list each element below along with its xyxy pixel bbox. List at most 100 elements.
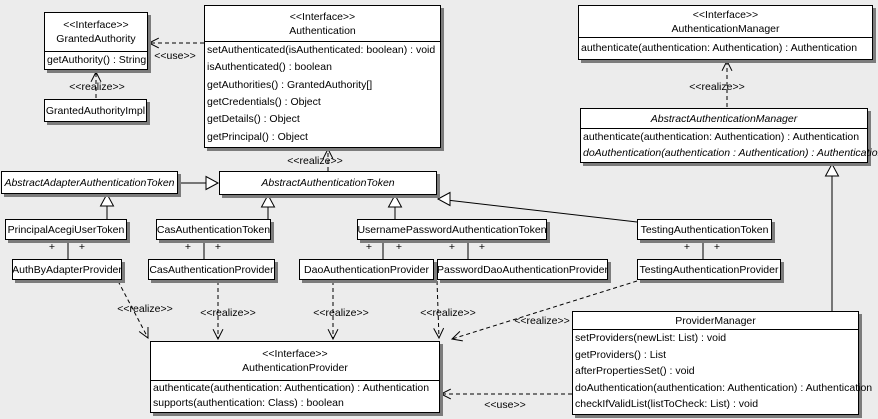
class-name: CasAuthenticationProvider: [149, 263, 274, 276]
gen-usernamepassword-token-arrowhead: [387, 193, 403, 208]
method-label: setProviders(newList: List) : void: [575, 332, 727, 344]
class-box-password-dao-authentication-provider[interactable]: PasswordDaoAuthenticationProvider: [437, 259, 608, 280]
realize-authbyadapter-provider-line: [117, 280, 149, 339]
label-realize-grantedauthority: <<realize>>: [69, 81, 125, 93]
class-name: PasswordDaoAuthenticationProvider: [437, 263, 609, 276]
class-box-abstract-authentication-manager[interactable]: AbstractAuthenticationManager authenticat…: [580, 108, 878, 163]
method-label: doAuthentication(authentication : Authen…: [583, 147, 878, 159]
method-label: getAuthorities() : GrantedAuthority[]: [207, 78, 373, 91]
method-label: getProviders() : List: [575, 348, 667, 361]
realize-dao-provider-arrowhead: [327, 328, 339, 341]
plus-dao-left: +: [365, 241, 373, 253]
class-header-cas-authentication-token: CasAuthenticationToken: [157, 220, 270, 239]
label-use-authenticationprovider: <<use>>: [484, 399, 526, 411]
plus-cas-right: +: [214, 241, 222, 253]
class-name: GrantedAuthority: [56, 33, 136, 45]
methods-compartment: setAuthenticated(isAuthenticated: boolea…: [205, 41, 440, 146]
method-label: getAuthority() : String: [47, 54, 147, 66]
class-header-testing-authentication-token: TestingAuthenticationToken: [638, 220, 771, 239]
method-label: supports(authentication: Class) : boolea…: [153, 397, 344, 409]
class-box-dao-authentication-provider[interactable]: DaoAuthenticationProvider: [299, 259, 434, 280]
realize-testing-provider-arrowhead: [450, 331, 463, 342]
class-box-testing-authentication-provider[interactable]: TestingAuthenticationProvider: [637, 259, 781, 280]
label-realize-cas: <<realize>>: [200, 307, 256, 319]
class-name: UsernamePasswordAuthenticationToken: [357, 223, 547, 236]
class-name: ProviderManager: [675, 314, 756, 327]
methods-compartment: authenticate(authentication: Authenticat…: [581, 128, 878, 161]
plus-passworddao-left: +: [448, 241, 456, 253]
methods-compartment: setProviders(newList: List) : void getPro…: [573, 329, 873, 413]
class-header-abstract-adapter-authentication-token: AbstractAdapterAuthenticationToken: [2, 172, 177, 193]
stereotype-label: <<Interface>>: [63, 19, 129, 31]
methods-compartment: getAuthority() : String: [45, 51, 147, 68]
methods-compartment: authenticate(authentication: Authenticat…: [151, 380, 439, 411]
class-header-granted-authority-impl: GrantedAuthorityImpl: [45, 100, 146, 121]
class-name: AbstractAuthenticationToken: [261, 177, 395, 189]
class-header-password-dao-authentication-provider: PasswordDaoAuthenticationProvider: [437, 260, 609, 279]
class-header-principal-acegi-user-token: PrincipalAcegiUserToken: [6, 220, 126, 239]
class-header-testing-authentication-provider: TestingAuthenticationProvider: [638, 260, 780, 279]
method-label: checkIfValidList(listToCheck: List) : vo…: [575, 398, 759, 411]
class-name: DaoAuthenticationProvider: [304, 263, 429, 276]
class-box-provider-manager[interactable]: ProviderManager setProviders(newList: Lis…: [572, 311, 873, 415]
class-box-abstract-adapter-authentication-token[interactable]: AbstractAdapterAuthenticationToken: [1, 171, 178, 194]
plus-principal-left: +: [48, 241, 56, 253]
class-box-auth-by-adapter-provider[interactable]: AuthByAdapterProvider: [12, 259, 122, 280]
class-header-dao-authentication-provider: DaoAuthenticationProvider: [300, 260, 433, 279]
use-authentication-grantedauthority-arrowhead: [147, 37, 160, 49]
class-name: Authentication: [289, 24, 356, 37]
class-box-cas-authentication-provider[interactable]: CasAuthenticationProvider: [148, 259, 275, 280]
stereotype-label: <<Interface>>: [262, 348, 328, 360]
method-label: afterPropertiesSet() : void: [575, 365, 695, 378]
class-name: CasAuthenticationToken: [156, 223, 271, 236]
class-box-granted-authority[interactable]: <<Interface>> GrantedAuthority getAuthorit…: [44, 12, 148, 70]
realize-passworddao-provider-line: [436, 280, 440, 339]
gen-testing-token-line: [437, 198, 638, 223]
class-header-provider-manager: ProviderManager: [573, 312, 858, 329]
gen-principal-token-arrowhead: [99, 192, 115, 207]
realize-grantedauthorityimpl-arrowhead: [90, 70, 102, 83]
realize-testing-provider-line: [451, 280, 638, 340]
class-header-auth-by-adapter-provider: AuthByAdapterProvider: [12, 260, 122, 279]
method-label: authenticate(authentication: Authenticat…: [581, 42, 858, 54]
gen-adapter-to-abstract-token-arrowhead: [205, 175, 220, 191]
class-box-username-password-authentication-token[interactable]: UsernamePasswordAuthenticationToken: [357, 219, 547, 240]
method-label: getPrincipal() : Object: [207, 130, 308, 143]
class-name: GrantedAuthorityImpl: [45, 104, 146, 117]
class-name: TestingAuthenticationToken: [640, 223, 769, 236]
class-header-username-password-authentication-token: UsernamePasswordAuthenticationToken: [357, 220, 547, 239]
class-header-abstract-authentication-manager: AbstractAuthenticationManager: [581, 109, 867, 128]
plus-testing-right: +: [713, 241, 721, 253]
methods-compartment: authenticate(authentication: Authenticat…: [579, 37, 872, 58]
class-header-cas-authentication-provider: CasAuthenticationProvider: [149, 260, 274, 279]
realize-cas-provider-arrowhead: [212, 328, 224, 341]
label-realize-authentication: <<realize>>: [287, 155, 343, 167]
class-box-granted-authority-impl[interactable]: GrantedAuthorityImpl: [44, 99, 147, 122]
class-box-testing-authentication-token[interactable]: TestingAuthenticationToken: [637, 219, 772, 240]
class-box-cas-authentication-token[interactable]: CasAuthenticationToken: [156, 219, 271, 240]
method-label: authenticate(authentication: Authenticat…: [583, 131, 860, 143]
class-name: PrincipalAcegiUserToken: [7, 223, 125, 236]
label-realize-passworddao: <<realize>>: [420, 307, 476, 319]
label-realize-testing: <<realize>>: [514, 315, 570, 327]
class-box-principal-acegi-user-token[interactable]: PrincipalAcegiUserToken: [5, 219, 127, 240]
plus-testing-left: +: [683, 241, 691, 253]
class-box-abstract-authentication-token[interactable]: AbstractAuthenticationToken: [219, 171, 437, 195]
class-name: AbstractAuthenticationManager: [650, 112, 798, 125]
plus-dao-right: +: [395, 241, 403, 253]
use-providermanager-authenticationprovider-arrowhead: [439, 388, 452, 400]
method-label: doAuthentication(authentication: Authent…: [575, 381, 873, 394]
realize-passworddao-provider-arrowhead: [433, 327, 445, 340]
label-use-grantedauthority: <<use>>: [154, 50, 196, 62]
label-realize-authenticationmanager: <<realize>>: [689, 81, 745, 93]
realize-abstracttoken-authentication-arrowhead: [322, 147, 334, 160]
class-name: AbstractAdapterAuthenticationToken: [4, 176, 175, 189]
class-name: AuthByAdapterProvider: [12, 263, 122, 276]
method-label: isAuthenticated() : boolean: [207, 61, 332, 74]
method-label: authenticate(authentication: Authenticat…: [153, 382, 430, 394]
